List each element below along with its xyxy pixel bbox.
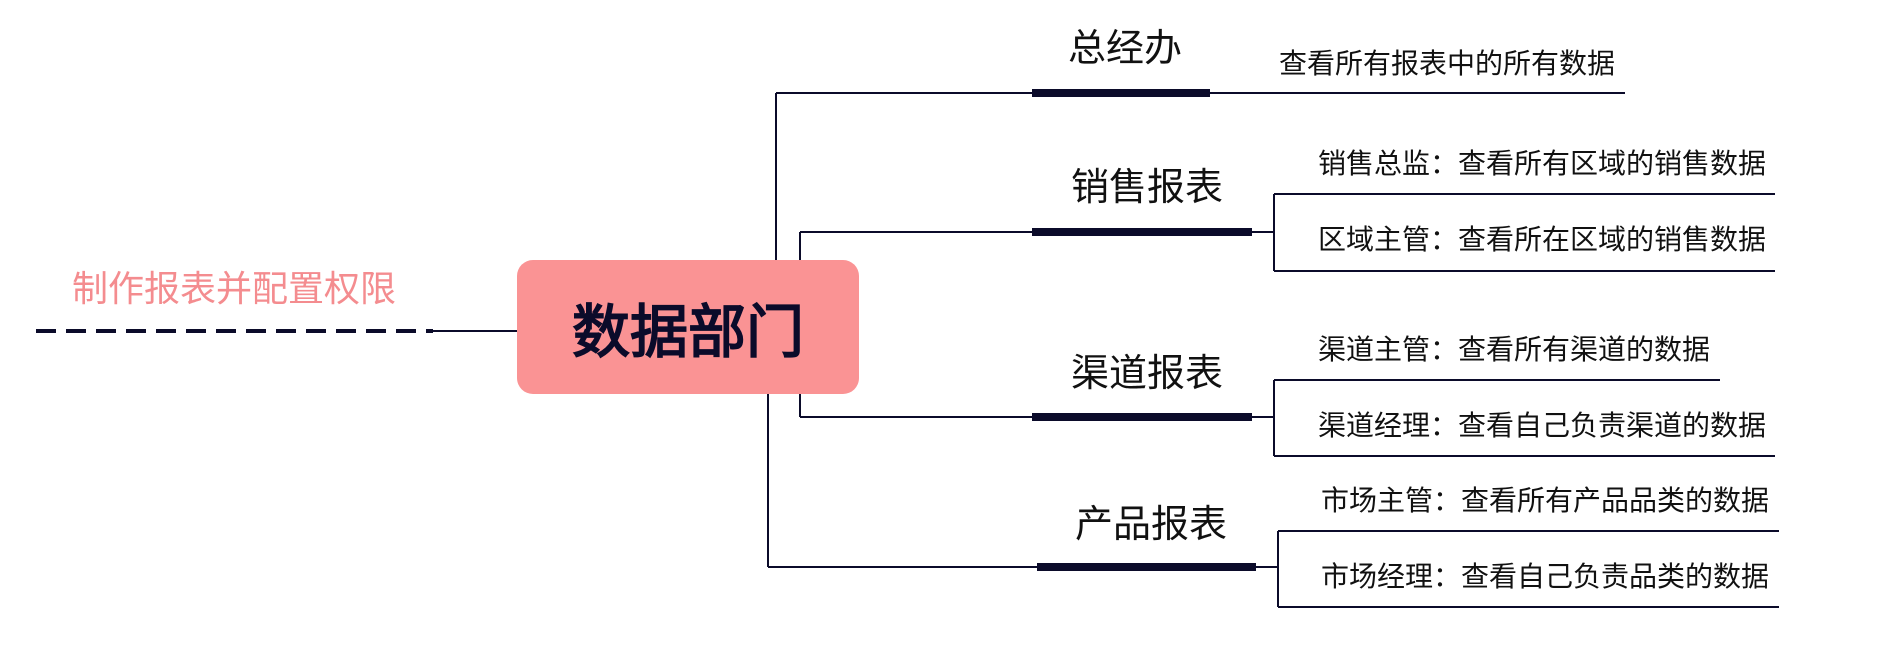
leaf-label-channel-1: 渠道主管：查看所有渠道的数据 [1318, 333, 1711, 366]
category-label-general-office: 总经办 [1068, 26, 1183, 70]
leaf-label-channel-2: 渠道经理：查看自己负责渠道的数据 [1318, 409, 1767, 442]
category-label-product-report: 产品报表 [1075, 502, 1228, 546]
category-label-sales-report: 销售报表 [1071, 165, 1224, 209]
leaf-label-general-office: 查看所有报表中的所有数据 [1279, 47, 1616, 80]
leaf-label-product-1: 市场主管：查看所有产品品类的数据 [1321, 484, 1770, 517]
left-process-label: 制作报表并配置权限 [72, 269, 397, 310]
root-node: 数据部门 [517, 260, 859, 394]
leaf-label-sales-2: 区域主管：查看所在区域的销售数据 [1318, 223, 1767, 256]
leaf-label-product-2: 市场经理：查看自己负责品类的数据 [1321, 560, 1770, 593]
category-label-channel-report: 渠道报表 [1071, 351, 1224, 395]
leaf-label-sales-1: 销售总监：查看所有区域的销售数据 [1318, 147, 1767, 180]
root-node-label: 数据部门 [571, 298, 804, 366]
